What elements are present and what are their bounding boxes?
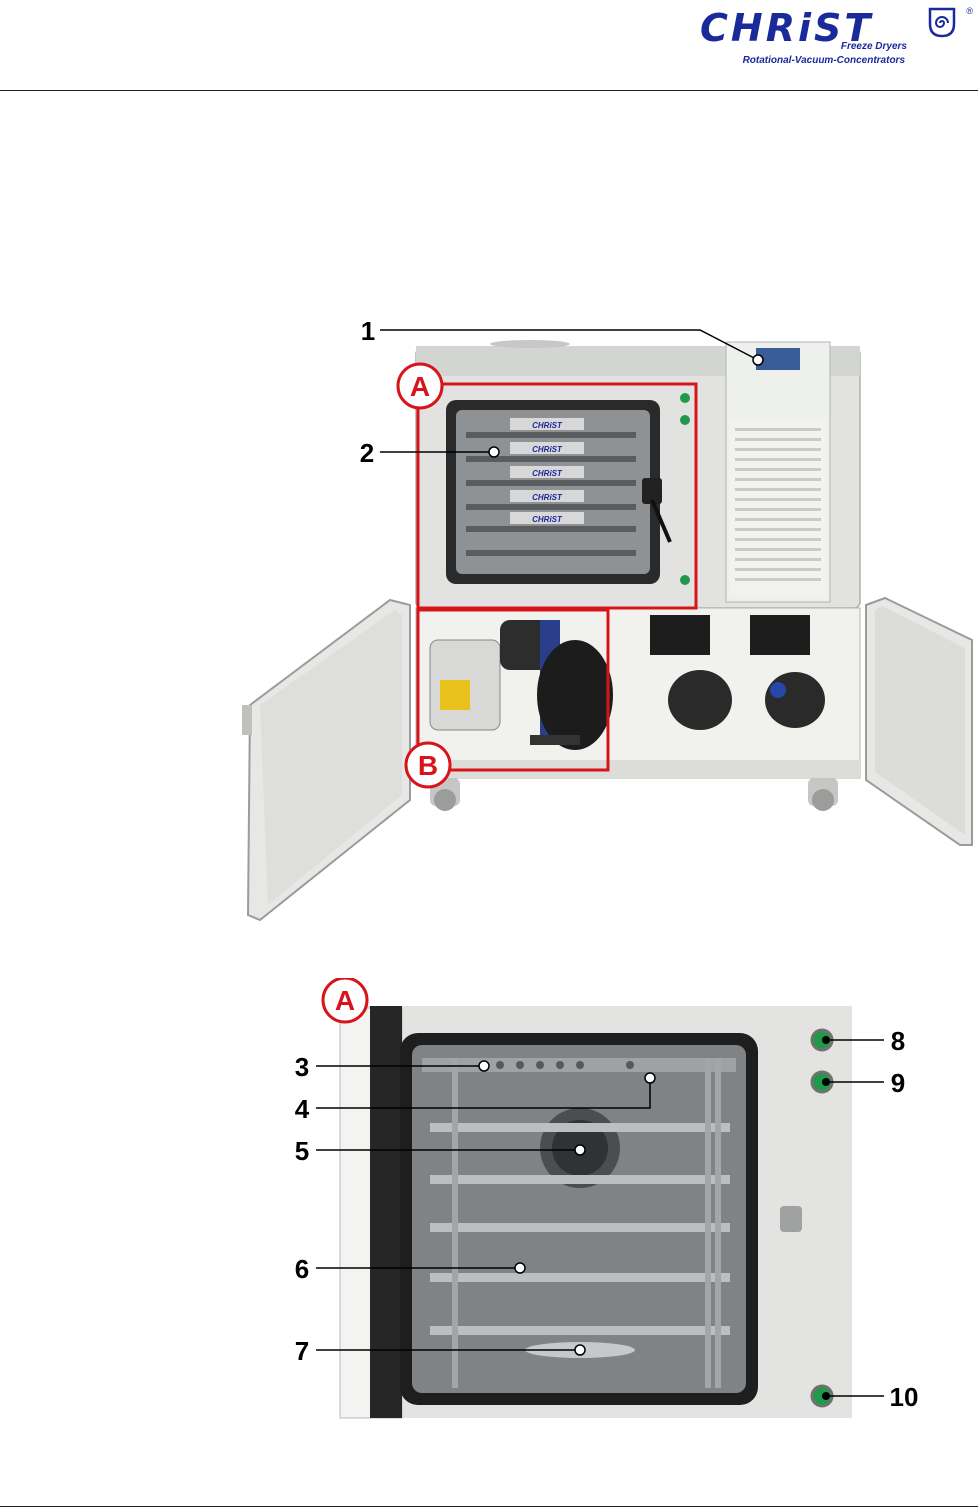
indicator-lamp-icon	[680, 415, 690, 425]
section-a-label: A	[410, 371, 430, 402]
ventilation-grille	[730, 420, 826, 595]
control-display	[756, 348, 800, 370]
footer-divider	[0, 1506, 978, 1507]
logo-tagline-rvc: Rotational-Vacuum-Concentrators	[742, 55, 905, 66]
section-b-badge	[404, 741, 452, 789]
chamber-interior	[412, 1045, 746, 1393]
shelf-rack	[430, 1058, 730, 1388]
logo-tagline-freeze-dryers: Freeze Dryers	[840, 41, 907, 52]
chamber-shelves	[466, 418, 636, 556]
refrigeration-compressors	[650, 615, 825, 730]
right-cabinet-door	[865, 596, 973, 846]
door-latch-icon	[780, 1206, 802, 1232]
callout-8: 8	[891, 1026, 905, 1056]
section-a-badge	[396, 362, 444, 410]
shelf-brand-label: CHRiST	[532, 445, 563, 454]
shelf-brand-label: CHRiST	[532, 515, 563, 524]
logo-wordmark: CHRiST	[700, 6, 874, 50]
callout-10: 10	[890, 1382, 919, 1412]
registered-mark: ®	[966, 6, 973, 16]
section-b-label: B	[418, 750, 438, 781]
callout-5: 5	[295, 1136, 309, 1166]
header-divider	[0, 90, 978, 91]
freeze-dryer-overview-figure: CHRiST CHRiST CHRiST CHRiST CHRiST	[242, 316, 973, 922]
vacuum-valve-assembly	[530, 620, 613, 750]
callout-1: 1	[361, 316, 375, 346]
drying-chamber-detail-figure: A 3 4 5 6 7 8 9 10	[295, 978, 919, 1419]
callout-6: 6	[295, 1254, 309, 1284]
section-a-label: A	[335, 985, 355, 1016]
callout-2: 2	[360, 438, 374, 468]
callout-4: 4	[295, 1094, 310, 1124]
shelf-brand-label: CHRiST	[532, 469, 563, 478]
caster-wheel-icon	[808, 778, 838, 811]
callout-3: 3	[295, 1052, 309, 1082]
door-handle-icon	[642, 478, 672, 543]
callout-7: 7	[295, 1336, 309, 1366]
section-a-highlight	[416, 382, 698, 610]
shelf-brand-label: CHRiST	[532, 493, 563, 502]
section-b-highlight	[416, 608, 610, 772]
indicator-lamp-icon	[680, 393, 690, 403]
section-a-badge	[321, 978, 369, 1024]
christ-logo: CHRiST ® Freeze Dryers Rotational-Vacuum…	[690, 6, 975, 72]
spiral-logo-icon	[928, 7, 956, 38]
left-cabinet-door	[242, 598, 411, 922]
open-chamber-door	[339, 1006, 403, 1419]
indicator-lamp-icon	[680, 575, 690, 585]
shelf-brand-label: CHRiST	[532, 421, 563, 430]
callout-9: 9	[891, 1068, 905, 1098]
